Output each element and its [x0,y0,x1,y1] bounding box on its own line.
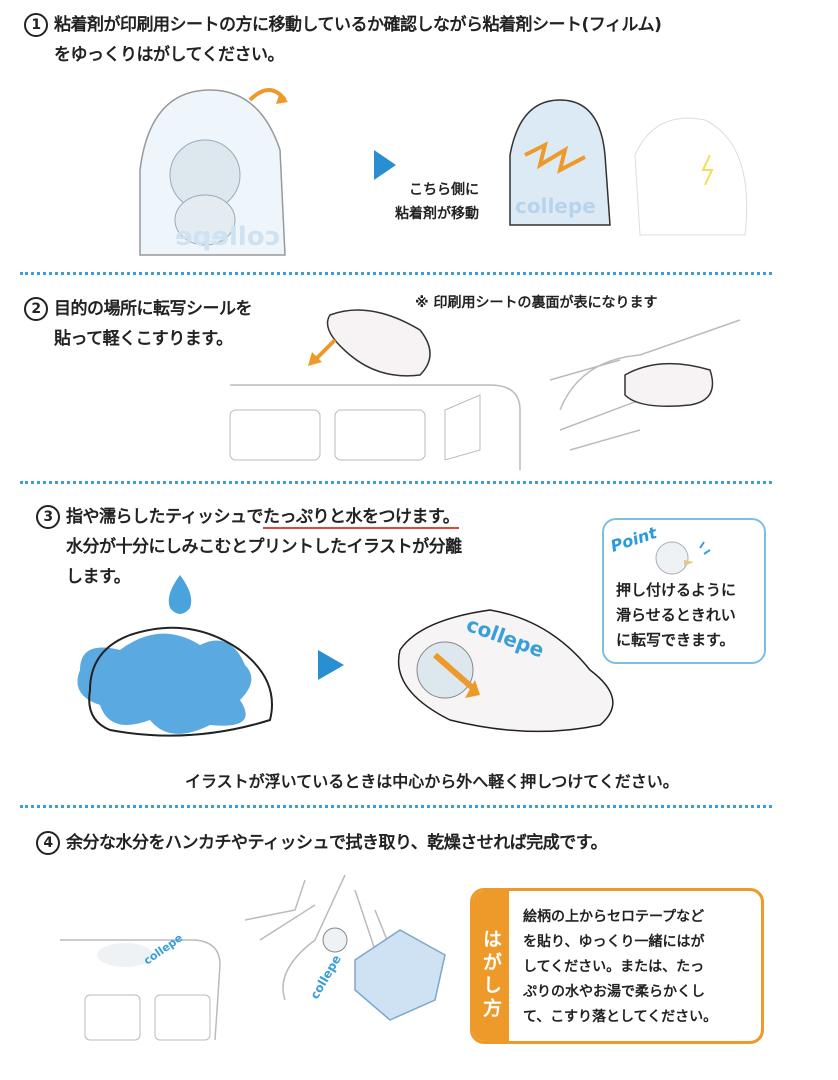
callout-line: 粘着剤が移動 [395,206,479,222]
point-line: 滑らせるときれい [616,606,736,624]
step-3-text: 3 指や濡らしたティッシュでたっぷりと水をつけます。 水分が十分にしみこむとプリン… [36,502,462,592]
step-number: 4 [36,831,60,855]
step-line: 粘着剤が印刷用シートの方に移動しているか確認しながら粘着剤シート(フィルム) [54,15,662,35]
point-box: Point 押し付けるように 滑らせるときれい に転写できます。 [602,518,766,664]
step-line: 水分が十分にしみこむとプリントしたイラストが分離 [66,537,462,557]
arrow-right-icon [374,150,396,180]
step-line: 貼って軽くこすります。 [54,329,233,349]
step-line: 目的の場所に転写シールを [54,299,253,319]
emphasis-text: たっぷりと水をつけます。 [262,507,460,529]
penguin-icon [655,541,711,575]
point-line: 押し付けるように [616,581,737,599]
water-drop-icon [168,575,192,614]
step-4-illustration: collepe collepe [60,874,446,1041]
towel-icon [354,929,446,1021]
callout-line: こちら側に [409,182,479,198]
howto-line: ぷりの水やお湯で柔らかくし [523,984,705,1000]
step-2-note: ※ 印刷用シートの裏面が表になります [415,295,658,311]
howto-line: て、こすり落としてください。 [523,1009,718,1025]
howto-line: を貼り、ゆっくり一緒にはが [523,934,705,950]
step-3-note: イラストが浮いているときは中心から外へ軽く押しつけてください。 [185,772,679,791]
step-line: 指や濡らしたティッシュで [66,507,263,527]
howto-line: 絵柄の上からセロテープなど [523,909,705,925]
section-divider [20,805,772,808]
step-3-illustration: collepe [77,575,614,737]
step-line: 余分な水分をハンカチやティッシュで拭き取り、乾燥させれば完成です。 [66,833,608,853]
step-number: 2 [24,297,48,321]
step-1-illustration-peel: collepe [139,88,288,256]
svg-text:collepe: collepe [307,953,343,1002]
howto-box: はがし方 絵柄の上からセロテープなど を貼り、ゆっくり一緒にはが してください。… [470,888,764,1044]
arrow-right-icon [318,650,344,680]
step-number: 3 [36,505,60,529]
section-divider [20,481,772,484]
step-2-illustration [229,309,741,470]
callout-adhesive-moves: こちら側に 粘着剤が移動 [395,178,479,226]
howto-title: はがし方 [473,891,509,1041]
step-number: 1 [24,13,48,37]
step-4-text: 4 余分な水分をハンカチやティッシュで拭き取り、乾燥させれば完成です。 [36,828,608,858]
svg-text:collepe: collepe [515,194,596,218]
howto-line: してください。または、たっ [523,959,705,975]
svg-text:collepe: collepe [175,222,280,252]
step-2-text: 2 目的の場所に転写シールを 貼って軽くこすります。 [24,294,253,354]
section-divider [20,272,772,275]
point-line: に転写できます。 [616,631,735,649]
step-line: をゆっくりはがしてください。 [54,45,284,65]
step-1-illustration-result: collepe [509,99,748,236]
step-line: します。 [66,567,131,587]
